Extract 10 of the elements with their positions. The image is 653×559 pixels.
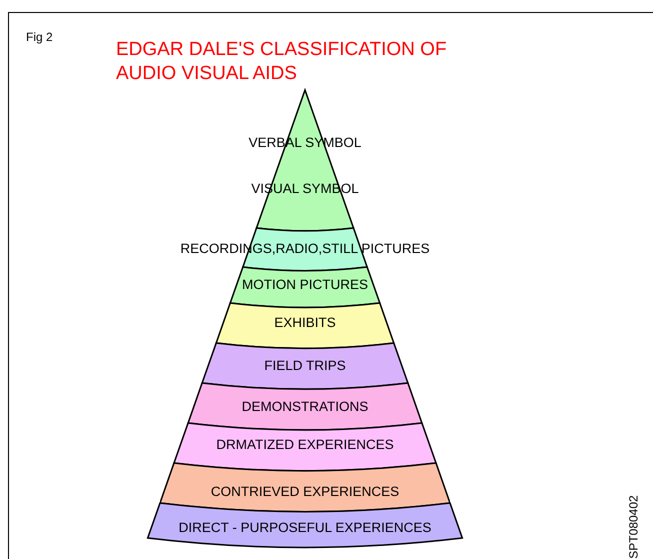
band-label: EXHIBITS bbox=[274, 315, 336, 331]
band-label: DRMATIZED EXPERIENCES bbox=[216, 437, 394, 453]
band-label: FIELD TRIPS bbox=[264, 358, 346, 374]
band-label: MOTION PICTURES bbox=[242, 277, 368, 293]
band-label: DEMONSTRATIONS bbox=[242, 399, 368, 415]
band-label: DIRECT - PURPOSEFUL EXPERIENCES bbox=[178, 520, 432, 536]
diagram-title: EDGAR DALE'S CLASSIFICATION OF AUDIO VISUAL AIDS bbox=[116, 38, 448, 86]
figure-code: SPT080402 bbox=[626, 495, 641, 559]
figure-number: Fig 2 bbox=[26, 30, 53, 44]
band-label: CONTRIEVED EXPERIENCES bbox=[210, 484, 400, 500]
